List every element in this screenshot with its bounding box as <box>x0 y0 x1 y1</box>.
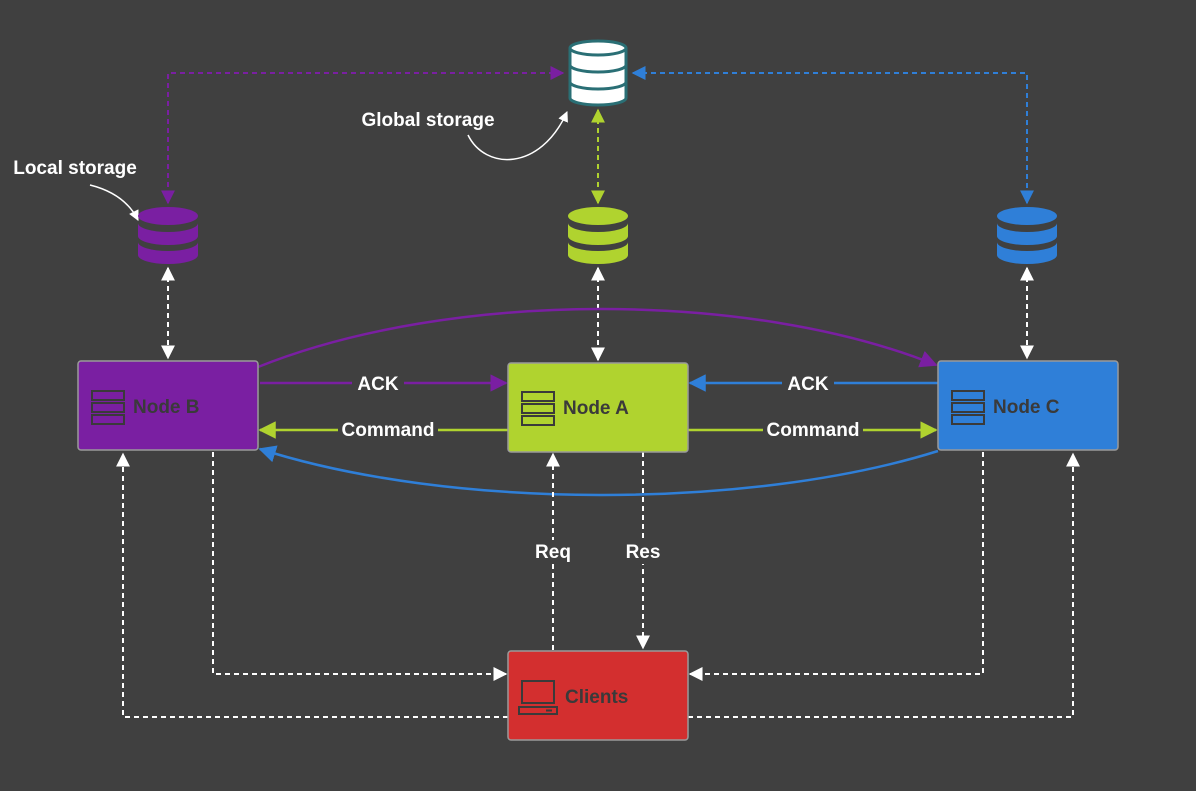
computer-icon <box>518 680 558 715</box>
clients-to-node-c-edge <box>688 452 1080 718</box>
clients-label: Clients <box>565 687 628 708</box>
global-database-icon <box>568 39 628 107</box>
node-c-box[interactable]: Node C <box>937 360 1119 451</box>
node-c-label: Node C <box>993 397 1060 418</box>
ack-left-label: ACK <box>357 374 398 395</box>
node-c-to-node-b-arc <box>258 445 939 497</box>
node-b-label: Node B <box>133 397 200 418</box>
local-storage-label: Local storage <box>13 158 137 179</box>
server-icon <box>951 390 985 425</box>
res-label: Res <box>626 542 661 563</box>
local-database-c-icon <box>997 207 1057 264</box>
command-left-label: Command <box>342 420 435 441</box>
clients-box[interactable]: Clients <box>507 650 689 741</box>
req-label: Req <box>535 542 571 563</box>
node-b-box[interactable]: Node B <box>77 360 259 451</box>
node-c-to-clients-edge <box>688 452 984 681</box>
global-storage-label: Global storage <box>361 110 494 131</box>
node-a-box[interactable]: Node A <box>507 362 689 453</box>
clients-to-node-b-edge <box>116 452 508 718</box>
local-database-a-icon <box>568 207 628 264</box>
global-to-local-c-link <box>631 66 1034 205</box>
global-to-local-b-link <box>161 66 565 205</box>
ack-right-label: ACK <box>787 374 828 395</box>
node-b-to-node-c-arc <box>257 307 938 369</box>
node-a-label: Node A <box>563 398 629 419</box>
command-right-label: Command <box>767 420 860 441</box>
global-storage-callout <box>467 111 568 161</box>
local-storage-callout <box>89 184 139 221</box>
node-b-to-clients-edge <box>212 452 508 681</box>
server-icon <box>521 391 555 426</box>
local-database-b-icon <box>138 207 198 264</box>
server-icon <box>91 390 125 425</box>
